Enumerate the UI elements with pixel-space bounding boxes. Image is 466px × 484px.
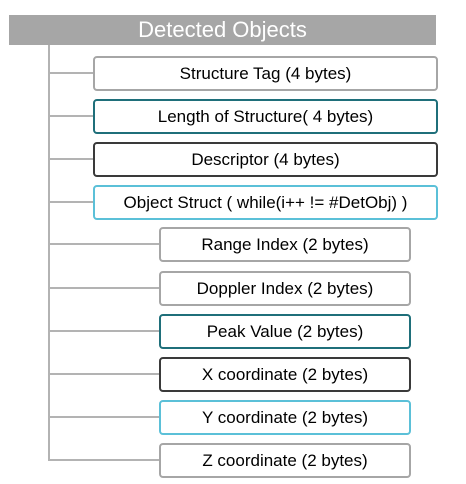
- field-label: Peak Value (2 bytes): [206, 321, 364, 341]
- field-label: Length of Structure( 4 bytes): [157, 106, 374, 126]
- branch-connector: [48, 243, 159, 245]
- branch-connector: [48, 459, 159, 461]
- branch-connector: [48, 330, 159, 332]
- field-range-index: Range Index (2 bytes): [159, 227, 411, 262]
- field-label: Range Index (2 bytes): [201, 234, 369, 254]
- field-object-struct: Object Struct ( while(i++ != #DetObj) ): [93, 185, 438, 220]
- branch-connector: [48, 416, 159, 418]
- field-descriptor: Descriptor (4 bytes): [93, 142, 438, 177]
- branch-connector: [48, 287, 159, 289]
- branch-connector: [48, 373, 159, 375]
- field-label: Doppler Index (2 bytes): [196, 278, 374, 298]
- field-label: Structure Tag (4 bytes): [179, 63, 352, 83]
- field-label: Object Struct ( while(i++ != #DetObj) ): [123, 192, 408, 212]
- detected-objects-header: Detected Objects: [9, 15, 436, 45]
- field-label: Descriptor (4 bytes): [191, 149, 340, 169]
- branch-connector: [48, 115, 93, 117]
- branch-connector: [48, 72, 93, 74]
- field-structure-tag: Structure Tag (4 bytes): [93, 56, 438, 91]
- field-peak-value: Peak Value (2 bytes): [159, 314, 411, 349]
- branch-connector: [48, 158, 93, 160]
- header-title: Detected Objects: [138, 17, 307, 42]
- field-doppler-index: Doppler Index (2 bytes): [159, 271, 411, 306]
- field-y-coordinate: Y coordinate (2 bytes): [159, 400, 411, 435]
- tree-trunk-line: [48, 45, 50, 461]
- branch-connector: [48, 201, 93, 203]
- field-length-of-structure: Length of Structure( 4 bytes): [93, 99, 438, 134]
- field-label: X coordinate (2 bytes): [201, 364, 369, 384]
- field-z-coordinate: Z coordinate (2 bytes): [159, 443, 411, 478]
- field-label: Y coordinate (2 bytes): [202, 407, 368, 427]
- field-label: Z coordinate (2 bytes): [202, 450, 368, 470]
- field-x-coordinate: X coordinate (2 bytes): [159, 357, 411, 392]
